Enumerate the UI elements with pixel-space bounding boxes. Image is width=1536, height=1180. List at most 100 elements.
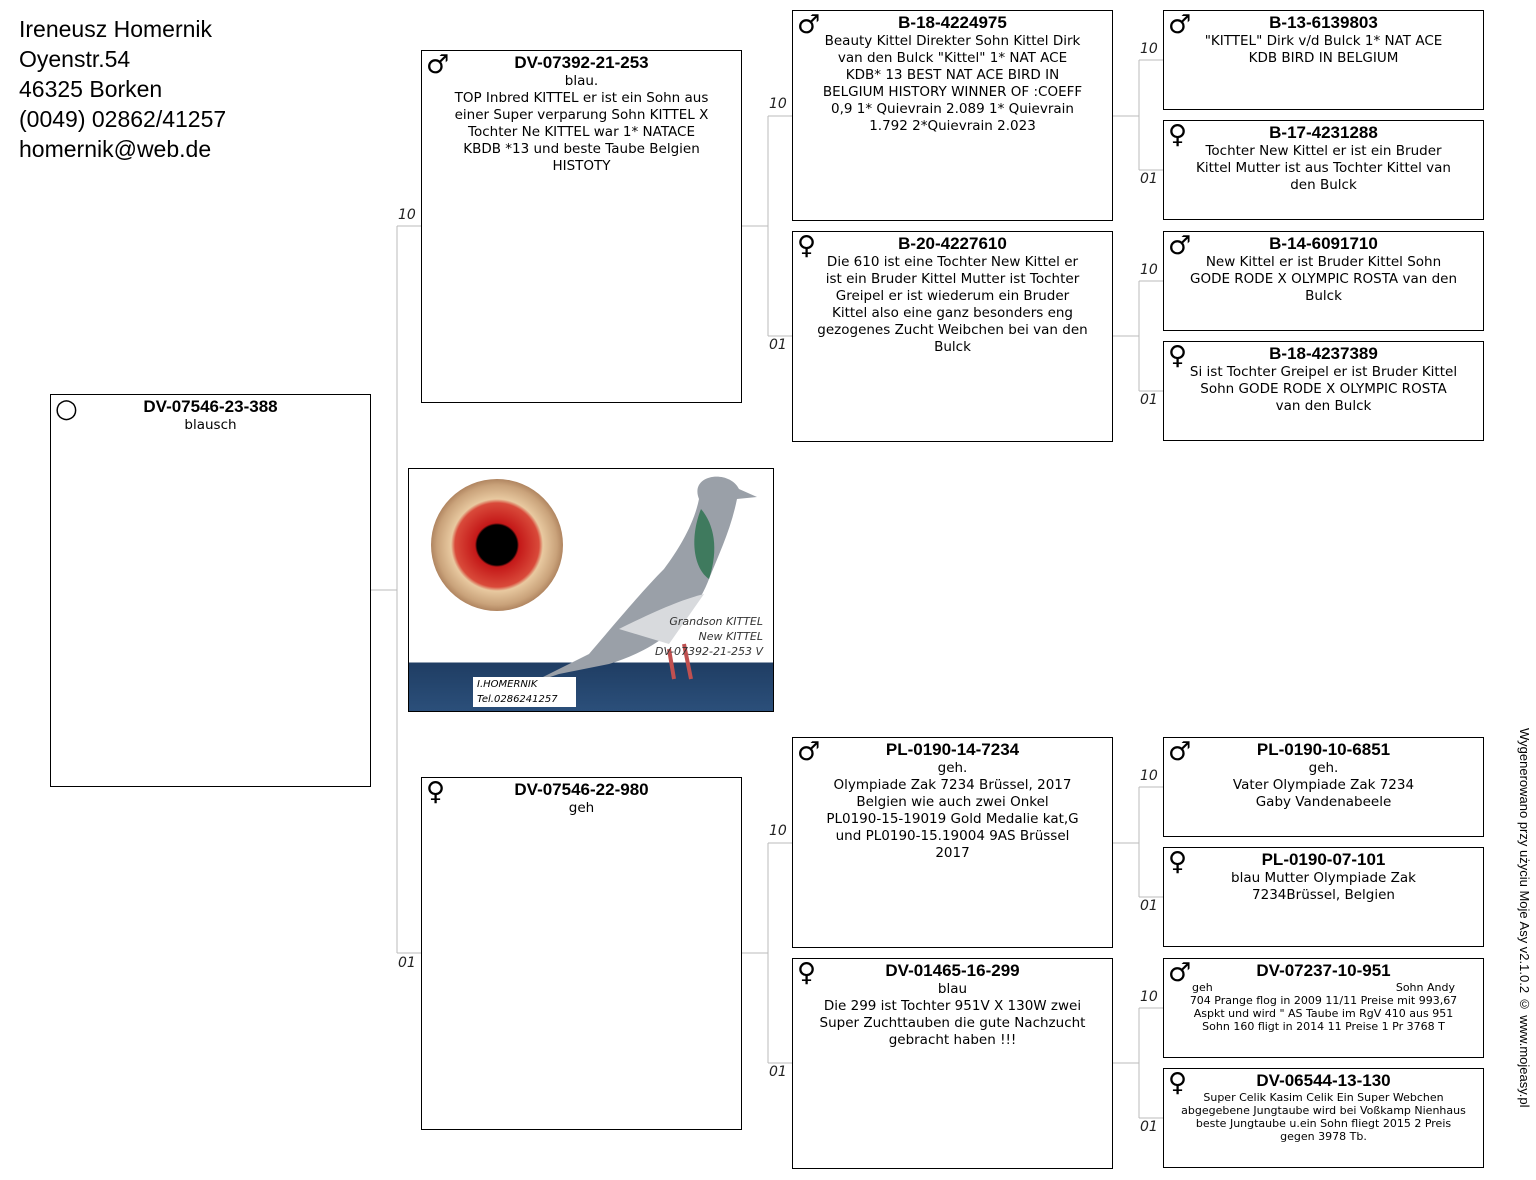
description-part: Sohn Andy [1395,981,1455,994]
pigeon-eye-image [431,479,563,611]
description-part: geh [1192,981,1213,994]
pigeon-description: geh [422,800,741,817]
sire-line-label: 10 [398,207,416,223]
sire-line-label: 10 [1140,989,1158,1005]
description-line: blau. [564,73,599,89]
pigeon-description: blau.TOP Inbred KITTEL er ist ein Sohn a… [422,73,741,175]
owner-city: 46325 Borken [19,76,163,102]
dam-line-label: 01 [1140,392,1158,408]
sire-line-label: 10 [769,823,787,839]
description-line: gezogenes Zucht Weibchen bei van den [817,322,1088,338]
male-symbol-icon: ♂ [426,50,450,80]
description-line: Super Celik Kasim Celik Ein Super Webche… [1203,1091,1444,1104]
ring-number: B-17-4231288 [1269,123,1378,142]
pigeon-description: Si ist Tochter Greipel er ist Bruder Kit… [1164,364,1483,415]
description-line: einer Super verparung Sohn KITTEL X [454,107,709,123]
description-line: GODE RODE X OLYMPIC ROSTA van den [1190,271,1457,287]
ring-number: B-13-6139803 [1269,13,1378,32]
ring-number: B-14-6091710 [1269,234,1378,253]
photo-tag: I.HOMERNIK Tel.0286241257 [473,677,576,707]
description-line: Sohn 160 fligt in 2014 11 Preise 1 Pr 37… [1202,1020,1445,1033]
description-line: 2017 [935,845,970,861]
description-line: blau Mutter Olympiade Zak [1231,870,1416,886]
description-line: PL0190-15-19019 Gold Medalie kat,G [826,811,1079,827]
description-line: New Kittel er ist Bruder Kittel Sohn [1205,254,1442,270]
description-line: blau [937,981,968,997]
dam-line-label: 01 [769,1064,787,1080]
ring-number: DV-06544-13-130 [1256,1071,1391,1090]
pigeon-image [529,476,757,684]
description-line: Bulck [934,339,971,355]
description-line: blausch [184,417,237,433]
description-line: 0,9 1* Quievrain 2.089 1* Quievrain [831,101,1074,117]
description-line: HISTOTY [552,158,611,174]
description-line: KBDB *13 und beste Taube Belgien [463,141,700,157]
sire-line-label: 10 [1140,768,1158,784]
description-line: Sohn GODE RODE X OLYMPIC ROSTA [1200,381,1447,397]
description-line: Bulck [1305,288,1342,304]
photo-caption-line: New KITTEL [698,630,763,643]
male-symbol-icon: ♂ [1168,958,1192,988]
description-line: Kittel also eine ganz besonders eng [831,305,1074,321]
female-symbol-icon: ♀ [797,231,817,261]
male-symbol-icon: ♂ [1168,231,1192,261]
description-line: beste Jungtaube u.ein Sohn fliegt 2015 2… [1195,1117,1452,1130]
description-line: Belgien wie auch zwei Onkel [856,794,1049,810]
description-line: BELGIUM HISTORY WINNER OF :COEFF [822,84,1083,100]
male-symbol-icon: ♂ [797,737,821,767]
description-line: Super Zuchttauben die gute Nachzucht [819,1015,1086,1031]
dam-line-label: 01 [769,337,787,353]
ring-number: DV-07392-21-253 [514,53,649,72]
description-line: Beauty Kittel Direkter Sohn Kittel Dirk [824,33,1081,49]
photo-tag-phone: Tel.0286241257 [477,694,558,705]
description-line: Aspkt und wird " AS Taube im RgV 410 aus… [1193,1007,1454,1020]
ring-number: DV-07546-23-388 [143,397,278,416]
ring-number: DV-07546-22-980 [514,780,649,799]
description-line: 1.792 2*Quievrain 2.023 [869,118,1036,134]
photo-caption-line: DV-07392-21-253 V [655,645,763,658]
unknown-symbol-icon: ○ [55,394,78,424]
description-line: Die 610 ist eine Tochter New Kittel er [826,254,1079,270]
description-line: 704 Prange flog in 2009 11/11 Preise mit… [1189,994,1458,1007]
pedigree-card-fff[interactable]: ♂B-13-6139803"KITTEL" Dirk v/d Bulck 1* … [1163,10,1484,110]
dam-line-label: 01 [1140,898,1158,914]
description-line: Gaby Vandenabeele [1255,794,1392,810]
description-line: gebracht haben !!! [888,1032,1017,1048]
female-symbol-icon: ♀ [1168,341,1188,371]
dam-line-label: 01 [1140,171,1158,187]
male-symbol-icon: ♂ [797,10,821,40]
description-line: KDB* 13 BEST NAT ACE BIRD IN [845,67,1060,83]
description-line: geh. [937,760,968,776]
ring-number: PL-0190-10-6851 [1256,740,1391,759]
ring-number: B-18-4237389 [1269,344,1378,363]
sire-line-label: 10 [1140,41,1158,57]
pigeon-photo: Grandson KITTEL New KITTEL DV-07392-21-2… [408,468,774,712]
description-line: TOP Inbred KITTEL er ist ein Sohn aus [454,90,709,106]
dam-line-label: 01 [398,955,416,971]
ring-number: PL-0190-14-7234 [885,740,1020,759]
description-line: KDB BIRD IN BELGIUM [1248,50,1399,66]
description-line: ist ein Bruder Kittel Mutter ist Tochter [825,271,1080,287]
